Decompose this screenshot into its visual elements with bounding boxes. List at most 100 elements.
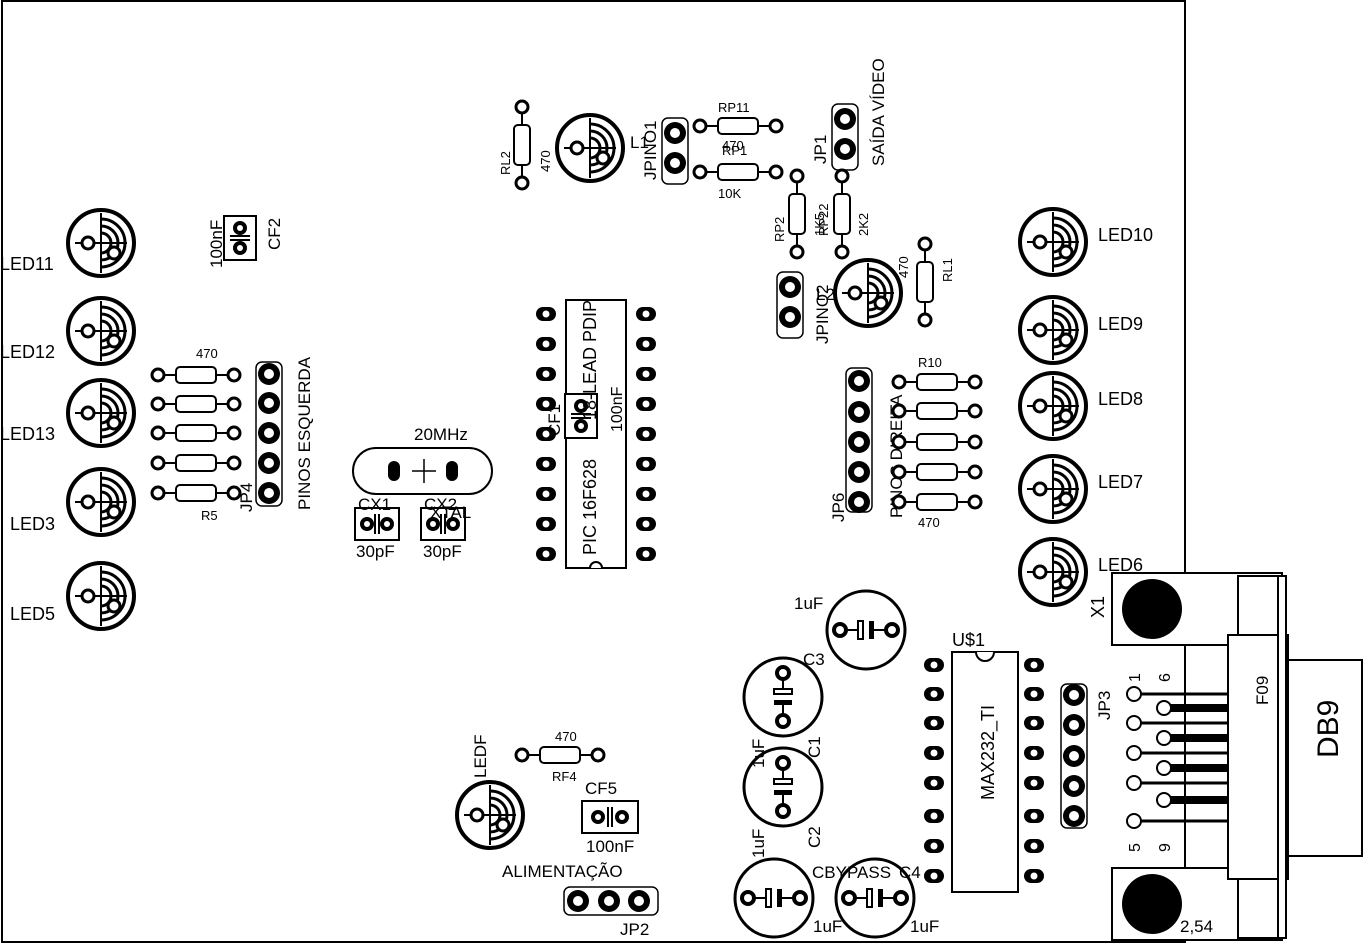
jp6-header bbox=[845, 367, 873, 514]
alimentacao-label: ALIMENTAÇÃO bbox=[502, 862, 623, 881]
l1-led bbox=[555, 113, 625, 183]
db9-label: DB9 bbox=[1312, 700, 1345, 758]
pic-package: 18-LEAD PDIP bbox=[580, 300, 600, 420]
c3-label: C3 bbox=[803, 650, 825, 669]
led12-label: LED12 bbox=[0, 342, 55, 362]
rp2-resistor bbox=[787, 168, 807, 260]
led7-label: LED7 bbox=[1098, 472, 1143, 492]
right-resistor-bank bbox=[891, 372, 983, 512]
max232-name: MAX232_TI bbox=[978, 705, 999, 800]
cx1-label: CX1 bbox=[358, 495, 391, 514]
cf2-label: CF2 bbox=[265, 218, 284, 250]
saida-video-label: SAÍDA VÍDEO bbox=[869, 58, 888, 166]
led11 bbox=[66, 208, 136, 278]
jp3-label: JP3 bbox=[1095, 691, 1114, 720]
max232-chip bbox=[924, 651, 1044, 893]
led7 bbox=[1018, 454, 1088, 524]
c4-label: C4 bbox=[899, 863, 921, 882]
led13 bbox=[66, 378, 136, 448]
led5 bbox=[66, 561, 136, 631]
x1-label: X1 bbox=[1088, 596, 1108, 618]
rp1-label: RP1 bbox=[722, 143, 747, 158]
jpino1-header bbox=[661, 117, 689, 185]
cf5-capacitor bbox=[581, 800, 639, 834]
jp2-label: JP2 bbox=[620, 920, 649, 939]
led6-label: LED6 bbox=[1098, 555, 1143, 575]
c3-capacitor bbox=[742, 656, 824, 738]
led13-label: LED13 bbox=[0, 424, 55, 444]
cf1-label: CF1 bbox=[545, 404, 564, 436]
rp22-resistor bbox=[832, 168, 852, 260]
cx2-label: CX2 bbox=[424, 495, 457, 514]
cbypass-top-value: 1uF bbox=[794, 594, 823, 613]
db9-pin9-label: 9 bbox=[1157, 843, 1174, 852]
cbypass-capacitor bbox=[733, 857, 815, 939]
pitch-label: 2,54 bbox=[1180, 917, 1213, 936]
led10 bbox=[1018, 207, 1088, 277]
cx2-value: 30pF bbox=[423, 542, 462, 561]
c4-value: 1uF bbox=[910, 917, 939, 936]
db9-pin6-label: 6 bbox=[1157, 673, 1174, 682]
r10-label: R10 bbox=[918, 355, 942, 370]
rp2-label: RP2 bbox=[772, 217, 787, 242]
rf4-value: 470 bbox=[555, 729, 577, 744]
u1-label: U$1 bbox=[952, 630, 985, 650]
left-resistor-bank bbox=[150, 365, 242, 503]
led3-label: LED3 bbox=[10, 514, 55, 534]
cbypass-value: 1uF bbox=[813, 917, 842, 936]
left-resistor-value: 470 bbox=[196, 346, 218, 361]
c1-value: 1uF bbox=[749, 739, 768, 768]
xtal-frequency: 20MHz bbox=[414, 425, 468, 444]
rp22-value: 2K2 bbox=[856, 213, 871, 236]
c2-label: C2 bbox=[805, 826, 824, 848]
led12 bbox=[66, 296, 136, 366]
rp22-label: RP22 bbox=[816, 203, 831, 236]
board-outline bbox=[1, 0, 1186, 943]
c2-value: 1uF bbox=[749, 829, 768, 858]
rl2-value: 470 bbox=[538, 150, 553, 172]
rl1-value: 470 bbox=[896, 256, 911, 278]
rp1-resistor bbox=[692, 162, 784, 182]
pinos-esquerda-label: PINOS ESQUERDA bbox=[295, 356, 314, 510]
rl2-label: RL2 bbox=[498, 151, 513, 175]
jp2-header bbox=[563, 886, 659, 916]
led10-label: LED10 bbox=[1098, 225, 1153, 245]
rp11-resistor bbox=[692, 116, 784, 136]
l2-label: L2 bbox=[816, 285, 835, 304]
db9-pin5-label: 5 bbox=[1127, 843, 1144, 852]
jpino1-label: JPINO1 bbox=[641, 120, 660, 180]
ledf-label: LEDF bbox=[471, 735, 490, 778]
rp11-value: 470 bbox=[722, 138, 744, 153]
led9 bbox=[1018, 295, 1088, 365]
rp2-value: 1K5 bbox=[812, 213, 827, 236]
cbypass-label: CBYPASS bbox=[812, 863, 891, 882]
jpino2-header bbox=[776, 271, 804, 339]
cx1-value: 30pF bbox=[356, 542, 395, 561]
led11-label: LED11 bbox=[0, 254, 54, 274]
pic-name: PIC 16F628 bbox=[580, 459, 600, 555]
rp1-value: 10K bbox=[718, 186, 741, 201]
jp1-label: JP1 bbox=[811, 135, 830, 164]
jpino2-label: JPINO2 bbox=[813, 284, 832, 344]
jp3-header bbox=[1060, 683, 1088, 829]
cbypass-capacitor-top bbox=[825, 589, 907, 671]
led6 bbox=[1018, 537, 1088, 607]
cf1-value: 100nF bbox=[609, 386, 626, 432]
led8 bbox=[1018, 371, 1088, 441]
f09-label: F09 bbox=[1253, 676, 1272, 705]
right-resistor-value: 470 bbox=[918, 515, 940, 530]
db9-pin1-label: 1 bbox=[1127, 673, 1144, 682]
db9-connector bbox=[1111, 572, 1363, 941]
l2-led bbox=[833, 258, 903, 328]
rl1-label: RL1 bbox=[940, 258, 955, 282]
led3 bbox=[66, 467, 136, 537]
led5-label: LED5 bbox=[10, 604, 55, 624]
cf5-value: 100nF bbox=[586, 837, 634, 856]
xtal-label: XTAL bbox=[430, 503, 471, 522]
cf2-value: 100nF bbox=[207, 220, 226, 268]
jp6-label: JP6 bbox=[829, 493, 848, 522]
r5-label: R5 bbox=[201, 508, 218, 523]
led9-label: LED9 bbox=[1098, 314, 1143, 334]
led8-label: LED8 bbox=[1098, 389, 1143, 409]
